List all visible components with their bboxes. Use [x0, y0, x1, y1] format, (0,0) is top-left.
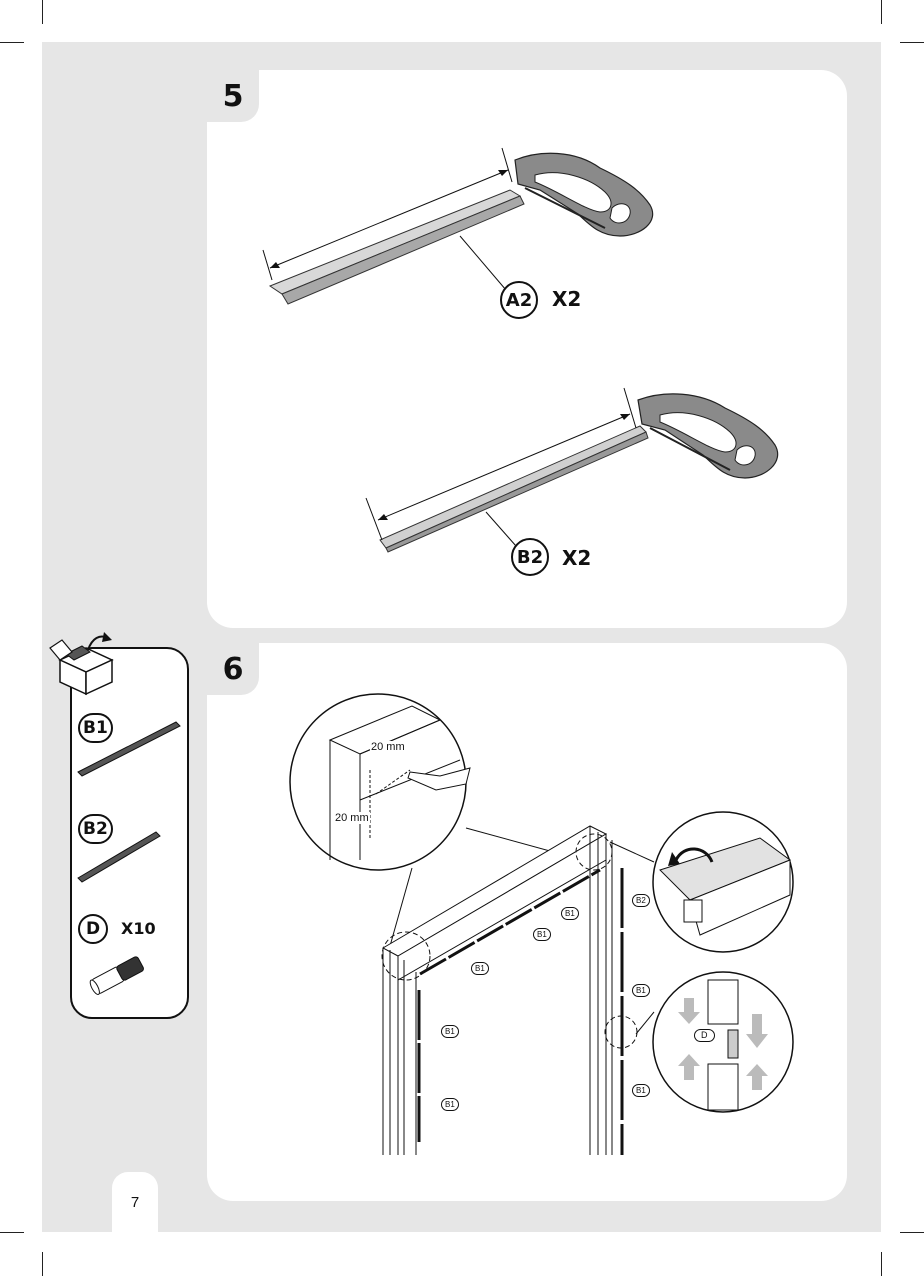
- page-number: 7: [112, 1172, 158, 1232]
